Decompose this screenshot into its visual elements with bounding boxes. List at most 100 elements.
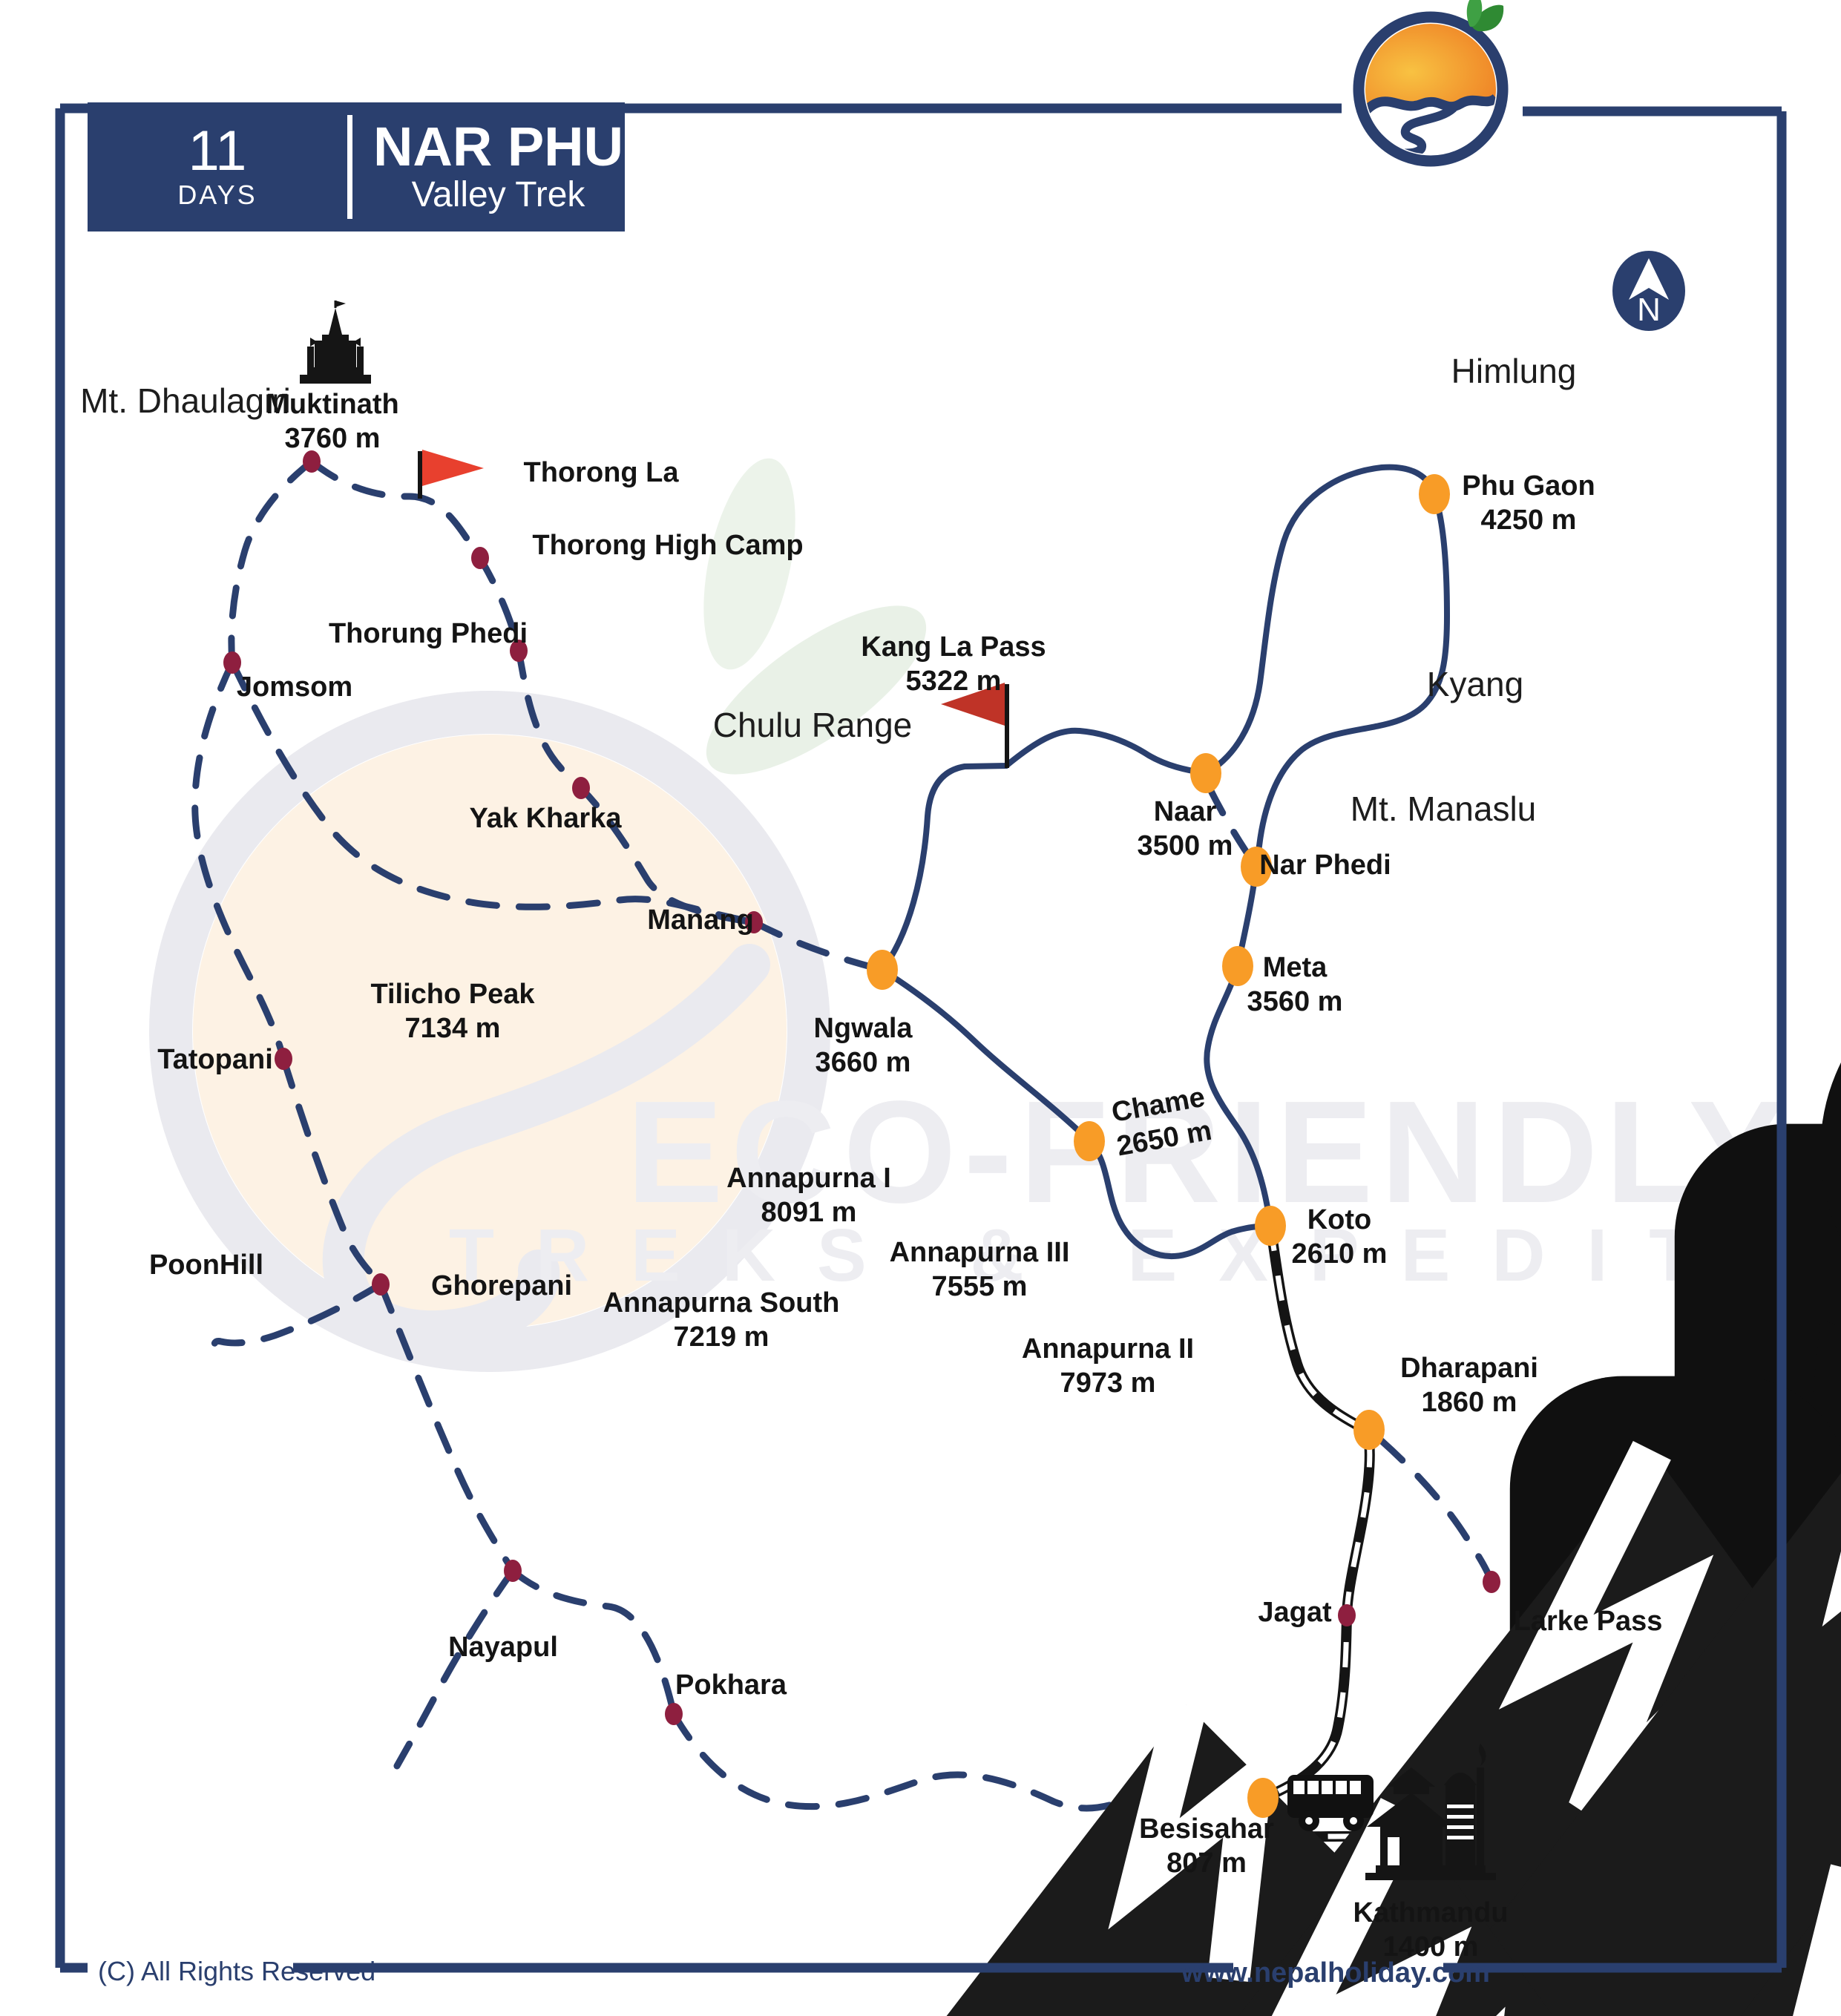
website-link: www.nepalholiday.com bbox=[1181, 1957, 1490, 1989]
muktinath-dot bbox=[303, 450, 321, 473]
stop-name: Kathmandu bbox=[1353, 1897, 1509, 1928]
route-jomsom-tatopani bbox=[191, 659, 287, 1063]
logo-leaf-icon bbox=[1466, 0, 1504, 32]
kathmandu-temple-icon bbox=[1365, 1744, 1496, 1880]
stop-name: Thorung Phedi bbox=[328, 618, 528, 649]
trail-stop-dots bbox=[223, 450, 1500, 1725]
stop-name: Tatopani bbox=[157, 1044, 273, 1075]
stop-name: Manang bbox=[647, 904, 754, 936]
stop-name: Ngwala bbox=[813, 1013, 913, 1044]
stop-name: Dharapani bbox=[1400, 1353, 1538, 1384]
stop-name: Thorong La bbox=[523, 457, 679, 488]
stop-name: Besisahar bbox=[1139, 1813, 1274, 1845]
peak-name: Mt. Manaslu bbox=[1350, 789, 1537, 828]
stop-elevation: 1400 m bbox=[1382, 1931, 1479, 1963]
stop-label-nar-phedi: Nar Phedi bbox=[1259, 848, 1391, 882]
nar-phedi-dot bbox=[1241, 847, 1272, 887]
peak-elevation: 7219 m bbox=[673, 1321, 769, 1353]
stop-label-pokhara: Pokhara bbox=[675, 1668, 787, 1702]
stop-name: Nar Phedi bbox=[1259, 850, 1391, 881]
stop-name: Larke Pass bbox=[1513, 1606, 1663, 1637]
stop-label-jomsom: Jomsom bbox=[237, 670, 352, 704]
stop-name: Yak Kharka bbox=[469, 803, 622, 834]
stop-label-ghorepani: Ghorepani bbox=[431, 1269, 572, 1303]
trek-duration: 11 DAYS bbox=[88, 123, 347, 211]
north-compass-icon bbox=[1612, 251, 1685, 331]
stop-elevation: 1860 m bbox=[1421, 1387, 1517, 1418]
stop-name: Jagat bbox=[1258, 1597, 1332, 1628]
stop-label-poonhill: PoonHill bbox=[149, 1248, 263, 1282]
route-ghorepani-nayapul bbox=[377, 1281, 516, 1575]
jomsom-dot bbox=[223, 651, 241, 674]
overnight-stop-dots bbox=[867, 474, 1450, 1818]
stop-elevation: 3560 m bbox=[1247, 986, 1343, 1017]
stop-elevation: 5322 m bbox=[905, 666, 1002, 697]
peak-name: Tilicho Peak bbox=[370, 979, 535, 1010]
watermark-line1: ECO-FRIENDLY bbox=[626, 1071, 1793, 1233]
dharapani-dot bbox=[1353, 1410, 1385, 1450]
peak-elevation: 7555 m bbox=[931, 1271, 1028, 1302]
eco-watermark: ECO-FRIENDLY TREKS & EXPEDITION bbox=[149, 458, 1841, 1372]
stop-name: Kyang bbox=[1426, 665, 1524, 703]
route-manang-ngwala bbox=[750, 919, 886, 973]
stop-elevation: 4250 m bbox=[1480, 505, 1577, 536]
pokhara-dot bbox=[665, 1703, 683, 1725]
stop-elevation: 3760 m bbox=[284, 423, 381, 454]
stop-name: Phu Gaon bbox=[1462, 470, 1595, 502]
route-naar-phugaon bbox=[1203, 464, 1437, 776]
watermark-swoosh-icon bbox=[322, 944, 770, 1353]
peak-elevation: 8091 m bbox=[761, 1197, 857, 1228]
stop-label-yak-kharka: Yak Kharka bbox=[470, 801, 622, 835]
pass-flags bbox=[418, 450, 1009, 768]
stop-label-thorong-high-camp: Thorong High Camp bbox=[532, 528, 803, 562]
route-nayapul-pokhara bbox=[509, 1567, 677, 1718]
peak-label-dhaulagiri: Mt. Dhaulagiri bbox=[80, 384, 291, 418]
peak-name: Annapurna III bbox=[889, 1237, 1070, 1268]
peak-name: Annapurna I bbox=[726, 1163, 891, 1194]
stop-label-nayapul: Nayapul bbox=[448, 1630, 558, 1664]
besisahar-dot bbox=[1247, 1778, 1279, 1818]
stop-name: Jomsom bbox=[236, 672, 353, 703]
peak-name: Annapurna South bbox=[603, 1287, 840, 1319]
stop-name: Ghorepani bbox=[430, 1270, 573, 1301]
stop-label-manang: Manang bbox=[647, 903, 754, 937]
muktinath-temple-icon bbox=[300, 301, 371, 384]
route-nayapul-southwest bbox=[393, 1567, 516, 1770]
watermark-leaf-icon bbox=[706, 605, 927, 775]
stop-name: Koto bbox=[1307, 1204, 1372, 1235]
ngwala-dot bbox=[867, 950, 898, 990]
stop-name: Kang La Pass bbox=[861, 631, 1046, 663]
naar-dot bbox=[1190, 753, 1221, 793]
route-tatopani-ghorepani bbox=[280, 1055, 384, 1288]
meta-dot bbox=[1222, 946, 1253, 986]
tatopani-dot bbox=[275, 1048, 292, 1070]
route-pokhara-besisahar bbox=[670, 1710, 1267, 1812]
ghorepani-dot bbox=[372, 1273, 390, 1296]
stop-name: PoonHill bbox=[148, 1250, 264, 1281]
stop-label-larke-pass: Larke Pass bbox=[1514, 1604, 1663, 1638]
koto-dot bbox=[1255, 1206, 1286, 1246]
stop-label-kyang: Kyang bbox=[1427, 667, 1523, 701]
route-ngwala-chame-koto bbox=[879, 967, 1273, 1259]
stop-elevation: 2610 m bbox=[1291, 1238, 1388, 1270]
stop-label-jagat: Jagat bbox=[1258, 1595, 1331, 1629]
solid-trek-routes bbox=[879, 464, 1451, 1259]
peak-name: Himlung bbox=[1451, 352, 1577, 390]
thorung-phedi-dot bbox=[510, 640, 528, 662]
chame-dot bbox=[1074, 1121, 1105, 1161]
thorong-la-flag-icon bbox=[422, 450, 484, 486]
yak-kharka-dot bbox=[572, 777, 590, 799]
stop-elevation: 3660 m bbox=[815, 1047, 911, 1078]
stop-name: Nayapul bbox=[448, 1632, 558, 1663]
route-ghorepani-poonhill bbox=[211, 1281, 384, 1356]
